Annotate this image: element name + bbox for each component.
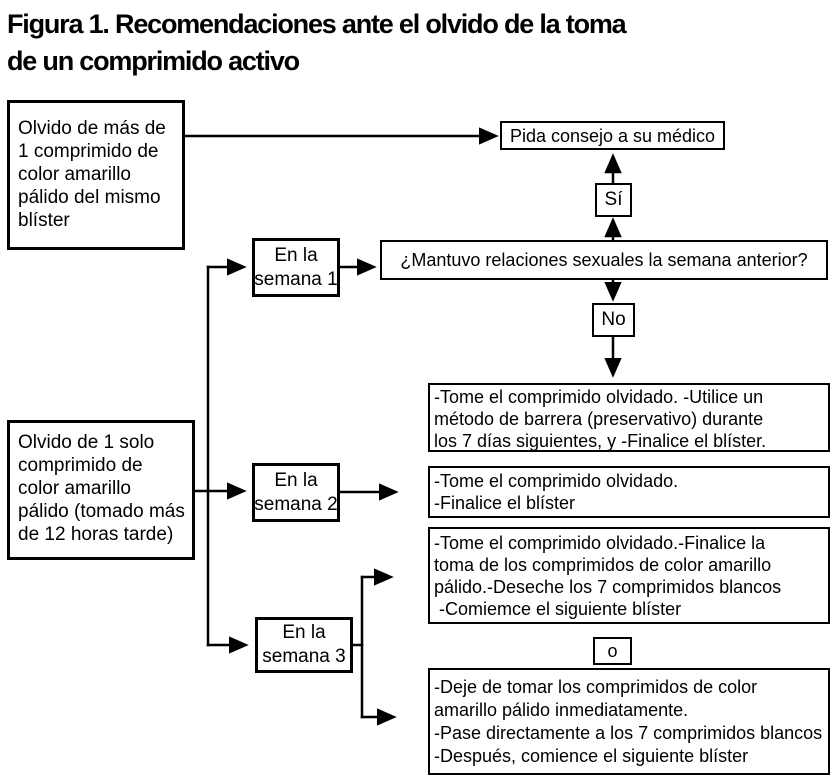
node-pregunta-relaciones: ¿Mantuvo relaciones sexuales la semana a… [380,240,828,280]
node-olvido-uno: Olvido de 1 solo comprimido de color ama… [7,420,195,560]
node-olvido-multi: Olvido de más de 1 comprimido de color a… [7,100,185,250]
node-resultado-semana1: -Tome el comprimido olvidado. -Utilice u… [428,383,830,452]
node-si: Sí [595,183,632,217]
node-semana3: En la semana 3 [255,617,353,673]
node-resultado-semana3-b: -Deje de tomar los comprimidos de color … [428,668,830,775]
node-resultado-semana2: -Tome el comprimido olvidado. -Finalice … [428,466,830,518]
node-no: No [592,303,635,337]
node-o: o [593,637,632,665]
node-resultado-semana3-a: -Tome el comprimido olvidado.-Finalice l… [428,527,830,624]
node-pida-consejo: Pida consejo a su médico [500,121,725,150]
node-semana1: En la semana 1 [252,238,340,297]
node-semana2: En la semana 2 [252,463,340,522]
figure-title: Figura 1. Recomendaciones ante el olvido… [7,9,627,77]
